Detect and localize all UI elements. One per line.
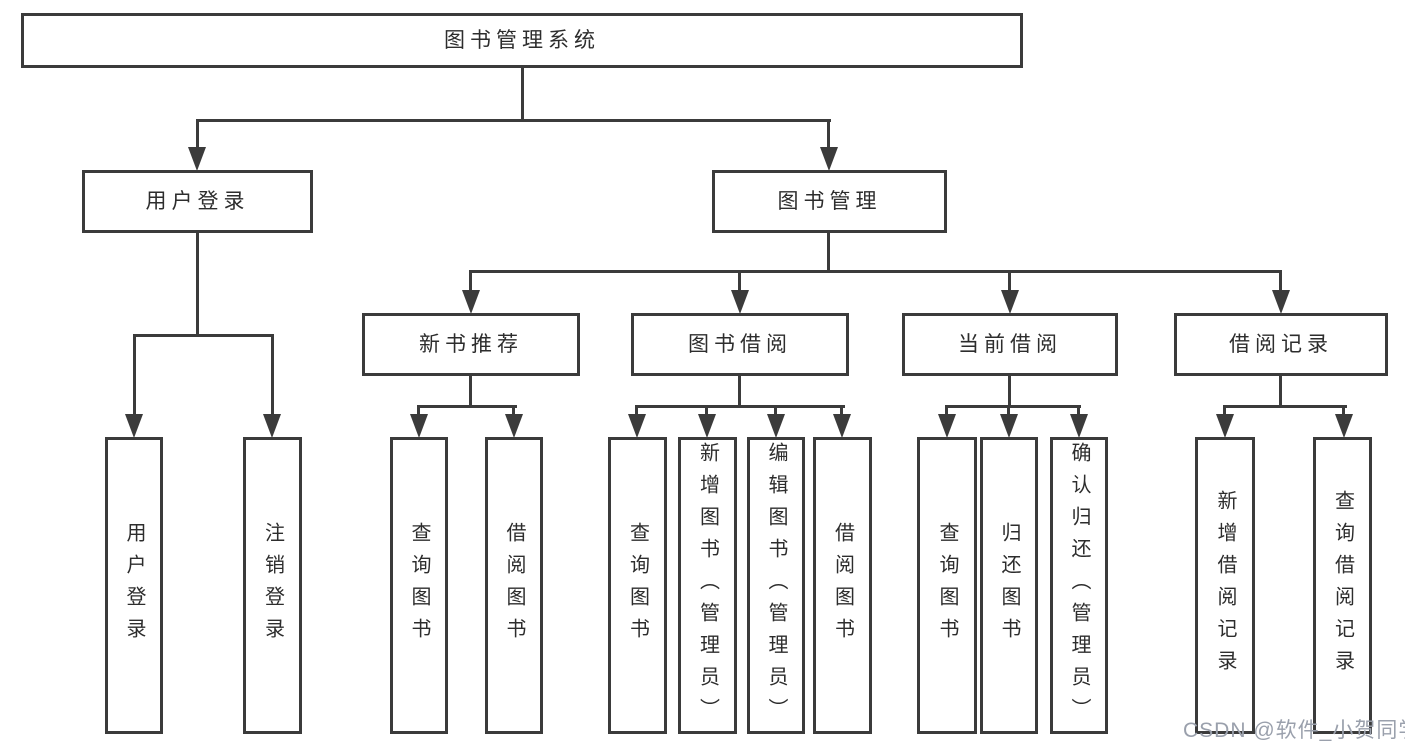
connector-vline [196,119,199,152]
node-label: 借阅图书 [831,521,854,650]
node-leaf-user-login: 用户登录 [105,437,163,734]
connector-vline [738,270,741,294]
node-leaf-edit-books-admin: 编辑图书（管理员） [747,437,805,734]
node-book-management: 图书管理 [712,170,947,233]
connector-hline [133,334,274,337]
connector-vline [705,405,708,418]
connector-hline [470,270,1282,273]
node-label: 借阅记录 [1229,333,1333,356]
node-label: 查询借阅记录 [1331,489,1354,682]
connector-vline [840,405,843,418]
connector-vline [469,376,472,408]
node-leaf-add-borrow-record: 新增借阅记录 [1195,437,1255,734]
node-leaf-confirm-return-admin: 确认归还（管理员） [1050,437,1108,734]
arrow-down-icon [820,147,838,171]
arrow-down-icon [188,147,206,171]
connector-vline [1008,270,1011,294]
connector-vline [133,334,136,418]
connector-vline [1077,405,1080,418]
node-label: 图书管理系统 [444,29,600,52]
connector-hline [196,119,831,122]
node-label: 图书借阅 [688,333,792,356]
node-label: 借阅图书 [503,521,525,650]
node-label: 编辑图书（管理员） [765,441,787,730]
arrow-down-icon [410,414,428,438]
node-current-borrow: 当前借阅 [902,313,1118,376]
node-book-borrow: 图书借阅 [631,313,849,376]
connector-vline [1223,405,1226,418]
arrow-down-icon [698,414,716,438]
arrow-down-icon [462,290,480,314]
node-leaf-logout-login: 注销登录 [243,437,302,734]
node-leaf-recommend-query-books: 查询图书 [390,437,448,734]
arrow-down-icon [1335,414,1353,438]
connector-vline [1008,376,1011,408]
connector-vline [417,405,420,418]
connector-vline [738,376,741,408]
node-label: 归还图书 [998,521,1020,650]
node-leaf-borrow-borrow-books: 借阅图书 [813,437,872,734]
node-label: 新书推荐 [419,333,523,356]
node-root-library-management-system: 图书管理系统 [21,13,1023,68]
arrow-down-icon [731,290,749,314]
connector-vline [1007,405,1010,418]
arrow-down-icon [833,414,851,438]
connector-vline [1279,270,1282,294]
connector-vline [827,119,830,152]
arrow-down-icon [1070,414,1088,438]
node-label: 当前借阅 [958,333,1062,356]
node-label: 新增图书（管理员） [696,441,719,730]
node-label: 注销登录 [261,521,284,650]
arrow-down-icon [1272,290,1290,314]
node-new-book-recommend: 新书推荐 [362,313,580,376]
node-leaf-borrow-query-books: 查询图书 [608,437,667,734]
connector-vline [521,68,524,122]
node-leaf-current-query-books: 查询图书 [917,437,977,734]
node-leaf-add-books-admin: 新增图书（管理员） [678,437,737,734]
node-label: 用户登录 [145,190,250,213]
arrow-down-icon [1001,290,1019,314]
node-label: 图书管理 [777,190,882,213]
arrow-down-icon [125,414,143,438]
connector-vline [827,233,830,273]
arrow-down-icon [767,414,785,438]
node-label: 确认归还（管理员） [1068,441,1090,730]
arrow-down-icon [1216,414,1234,438]
node-leaf-query-borrow-record: 查询借阅记录 [1313,437,1372,734]
watermark: CSDN @软件_小贺同学 [1183,719,1405,742]
connector-hline [1223,405,1347,408]
node-label: 查询图书 [936,521,958,650]
node-label: 查询图书 [408,521,430,650]
connector-hline [945,405,1081,408]
connector-vline [196,233,199,337]
arrow-down-icon [628,414,646,438]
connector-vline [469,270,472,294]
connector-vline [1279,376,1282,408]
connector-vline [945,405,948,418]
connector-vline [1342,405,1345,418]
node-leaf-recommend-borrow-books: 借阅图书 [485,437,543,734]
connector-hline [417,405,517,408]
node-label: 新增借阅记录 [1214,489,1236,682]
connector-vline [271,334,274,418]
arrow-down-icon [1000,414,1018,438]
node-label: 查询图书 [626,521,649,650]
arrow-down-icon [938,414,956,438]
node-borrow-record: 借阅记录 [1174,313,1388,376]
arrow-down-icon [263,414,281,438]
connector-vline [774,405,777,418]
connector-vline [512,405,515,418]
node-label: 用户登录 [123,521,145,650]
connector-hline [635,405,845,408]
connector-vline [635,405,638,418]
node-user-login: 用户登录 [82,170,313,233]
arrow-down-icon [505,414,523,438]
node-leaf-return-books: 归还图书 [980,437,1038,734]
